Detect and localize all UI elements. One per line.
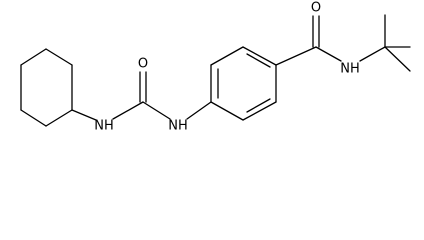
cyclohexane-ring xyxy=(20,48,73,127)
chemical-structure: O NH NH O NH xyxy=(20,1,411,134)
cyclohexyl-nh-bond xyxy=(71,109,97,121)
amide-group xyxy=(275,15,342,66)
urea-oxygen-label: O xyxy=(138,57,148,72)
amide-oxygen-label: O xyxy=(311,1,321,16)
urea-nh-right-label: NH xyxy=(168,119,188,134)
tert-butyl-group xyxy=(359,14,411,72)
amide-nh-label: NH xyxy=(340,62,360,77)
nh-aryl-bond xyxy=(186,101,212,120)
urea-group xyxy=(112,71,171,120)
urea-nh-left-label: NH xyxy=(94,119,114,134)
benzene-ring xyxy=(210,46,277,121)
